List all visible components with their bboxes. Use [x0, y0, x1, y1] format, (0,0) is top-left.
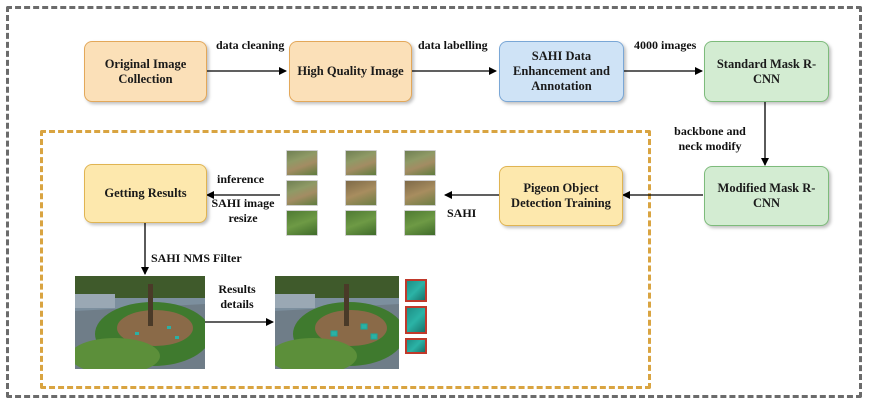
label-data-cleaning: data cleaning: [216, 38, 285, 52]
sahi-enhancement-label: SAHI Data Enhancement and Annotation: [513, 49, 610, 93]
high-quality-image-box: High Quality Image: [289, 41, 412, 102]
slice-thumbnail: [404, 150, 436, 176]
detection-patch: [405, 306, 427, 334]
getting-results-box: Getting Results: [84, 164, 207, 223]
garden-scene-detected-image: [275, 276, 399, 369]
label-4000-images: 4000 images: [634, 38, 697, 52]
standard-mask-rcnn-box: Standard Mask R-CNN: [704, 41, 829, 102]
slice-thumbnail: [286, 210, 318, 236]
slice-thumbnail: [286, 180, 318, 206]
pipeline-outer-frame: [6, 6, 862, 398]
high-quality-image-label: High Quality Image: [297, 64, 404, 78]
detected-photo: [275, 276, 399, 369]
detection-stage-frame: [40, 130, 651, 389]
modified-mask-rcnn-label: Modified Mask R-CNN: [717, 181, 816, 210]
standard-mask-rcnn-label: Standard Mask R-CNN: [716, 56, 817, 86]
slice-thumbnail: [404, 210, 436, 236]
label-sahi: SAHI: [447, 206, 477, 220]
label-inference: inference: [217, 172, 265, 186]
label-sahi-nms-filter: SAHI NMS Filter: [151, 251, 242, 265]
label-results-details: Results details: [218, 282, 256, 311]
slice-thumbnail: [286, 150, 318, 176]
slice-thumbnail: [345, 210, 377, 236]
label-sahi-image-resize: SAHI image resize: [211, 196, 275, 225]
modified-mask-rcnn-box: Modified Mask R-CNN: [704, 166, 829, 226]
pigeon-detection-training-box: Pigeon Object Detection Training: [499, 166, 623, 226]
sahi-enhancement-box: SAHI Data Enhancement and Annotation: [499, 41, 624, 102]
label-backbone-neck: backbone and neck modify: [674, 124, 746, 153]
slice-thumbnail: [404, 180, 436, 206]
slice-thumbnail: [345, 150, 377, 176]
detection-patch: [405, 338, 427, 354]
garden-scene-image: [75, 276, 205, 369]
getting-results-label: Getting Results: [104, 186, 187, 200]
slice-thumbnail: [345, 180, 377, 206]
original-image-collection-label: Original Image Collection: [104, 56, 187, 86]
input-photo: [75, 276, 205, 369]
original-image-collection-box: Original Image Collection: [84, 41, 207, 102]
label-data-labelling: data labelling: [418, 38, 488, 52]
detection-patch: [405, 279, 427, 302]
pigeon-detection-training-label: Pigeon Object Detection Training: [511, 181, 611, 210]
